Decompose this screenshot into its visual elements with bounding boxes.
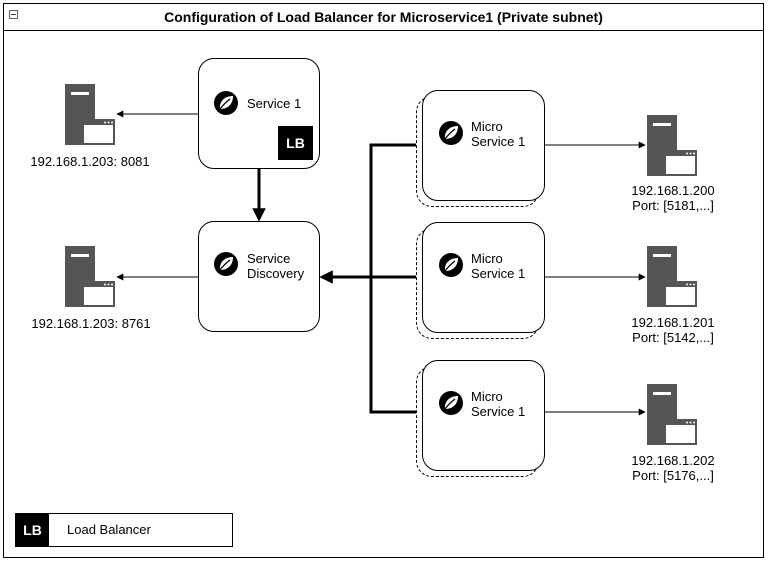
spring-leaf-icon [439, 391, 463, 415]
micro3-node[interactable]: Micro Service 1 [422, 360, 545, 471]
title-bar: Configuration of Load Balancer for Micro… [4, 4, 763, 31]
server-icon [65, 246, 115, 307]
micro2-label: Micro Service 1 [471, 251, 526, 281]
server-icon [65, 84, 115, 145]
service-discovery-node[interactable]: Service Discovery [198, 221, 320, 332]
spring-leaf-icon [439, 253, 463, 277]
micro2-node[interactable]: Micro Service 1 [422, 222, 545, 333]
legend: LB Load Balancer [15, 513, 233, 547]
server-icon [647, 246, 697, 307]
micro1-server-label: 192.168.1.200 Port: [5181,...] [631, 183, 715, 213]
diagram-frame: Configuration of Load Balancer for Micro… [3, 3, 764, 558]
service1-node[interactable]: Service 1 LB [198, 58, 320, 169]
legend-text: Load Balancer [67, 522, 151, 537]
legend-lb-badge: LB [16, 514, 49, 546]
micro3-server-label: 192.168.1.202 Port: [5176,...] [631, 453, 715, 483]
diagram-title: Configuration of Load Balancer for Micro… [164, 9, 603, 25]
micro3-label: Micro Service 1 [471, 389, 526, 419]
spring-leaf-icon [439, 121, 463, 145]
micro1-label: Micro Service 1 [471, 119, 526, 149]
service-discovery-label: Service Discovery [247, 251, 305, 281]
collapse-icon[interactable] [9, 10, 18, 19]
service1-label: Service 1 [247, 96, 302, 111]
spring-leaf-icon [214, 252, 238, 276]
server-icon [647, 384, 697, 445]
micro1-node[interactable]: Micro Service 1 [422, 90, 545, 201]
micro2-server-label: 192.168.1.201 Port: [5142,...] [631, 315, 715, 345]
spring-leaf-icon [214, 91, 238, 115]
lb-badge: LB [278, 126, 313, 160]
server-icon [647, 115, 697, 176]
discovery-server-label: 192.168.1.203: 8761 [31, 316, 151, 331]
service1-server-label: 192.168.1.203: 8081 [30, 154, 150, 169]
